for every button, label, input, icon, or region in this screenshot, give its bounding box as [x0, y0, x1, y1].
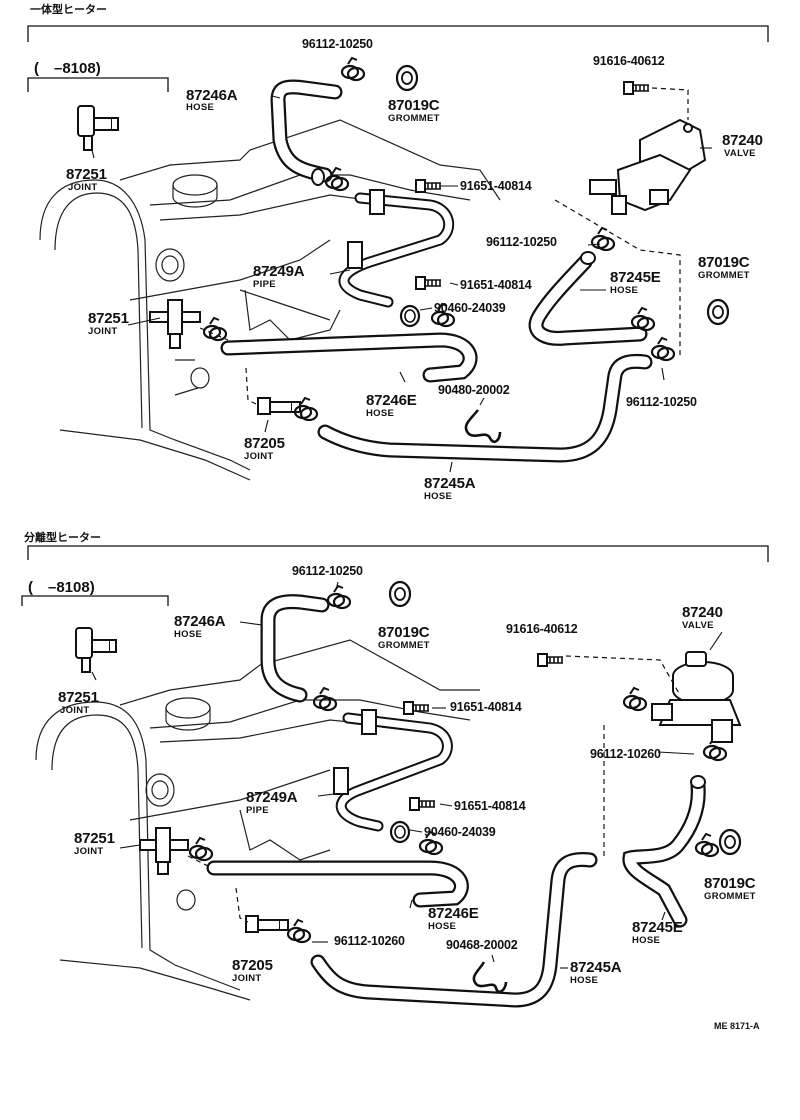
bottom-part-96112-lower: 96112-10260 [334, 934, 405, 948]
top-joint-87205 [257, 397, 301, 415]
top-part-96112-upper: 96112-10250 [302, 37, 373, 51]
top-section-art [27, 25, 769, 481]
top-part-91616: 91616-40612 [593, 54, 665, 68]
top-section-title: 一体型ヒーター [30, 4, 107, 16]
top-part-96112-lower: 96112-10250 [626, 395, 697, 409]
bottom-part-87240-name: VALVE [682, 620, 714, 631]
top-valve-87240 [589, 118, 707, 215]
top-part-87251-lower: 87251 [88, 310, 129, 327]
top-part-87245e-name: HOSE [610, 285, 639, 296]
top-part-91651-lower: 91651-40814 [460, 278, 532, 292]
top-part-87245a-name: HOSE [424, 491, 453, 502]
top-range-label: ( –8108) [34, 60, 101, 77]
bottom-part-90468: 90468-20002 [446, 938, 518, 952]
bottom-part-87205: 87205 [232, 957, 273, 974]
bottom-part-87251-lower-name: JOINT [74, 846, 104, 857]
bottom-part-87245e-name: HOSE [632, 935, 661, 946]
top-part-87246e-name: HOSE [366, 408, 395, 419]
top-part-87019c-name: GROMMET [388, 113, 440, 124]
bottom-part-87245a: 87245A [570, 959, 622, 976]
top-joint-87251-lower [149, 299, 201, 349]
bottom-section-bracket [27, 545, 769, 562]
bottom-part-87240: 87240 [682, 604, 723, 621]
top-part-87251-lower-name: JOINT [88, 326, 118, 337]
top-part-90460: 90460-24039 [434, 301, 506, 315]
top-part-87249a: 87249A [253, 263, 305, 280]
bottom-pipe-87249a [335, 712, 453, 832]
bottom-part-87249a-name: PIPE [246, 805, 269, 816]
top-part-90480: 90480-20002 [438, 383, 510, 397]
top-part-87251-upper-name: JOINT [68, 182, 98, 193]
top-part-87019c: 87019C [388, 97, 440, 114]
bottom-clip-90468 [472, 961, 508, 994]
top-clip-90480 [464, 409, 502, 444]
bottom-joint-87205 [245, 915, 289, 933]
top-part-96112-middle: 96112-10250 [486, 235, 557, 249]
bottom-part-90460: 90460-24039 [424, 825, 496, 839]
top-joint-87251-upper [77, 105, 119, 151]
top-part-87251-upper: 87251 [66, 166, 107, 183]
top-part-87205: 87205 [244, 435, 285, 452]
bottom-part-87019c: 87019C [378, 624, 430, 641]
top-part-87019c-right: 87019C [698, 254, 750, 271]
top-part-87205-name: JOINT [244, 451, 274, 462]
bottom-section-title: 分離型ヒーター [24, 532, 101, 544]
bottom-part-87246a: 87246A [174, 613, 226, 630]
bottom-valve-87240 [651, 651, 742, 743]
top-part-91651-upper: 91651-40814 [460, 179, 532, 193]
bottom-part-87019c-right-name: GROMMET [704, 891, 756, 902]
top-part-87246a-name: HOSE [186, 102, 215, 113]
top-part-87246a: 87246A [186, 87, 238, 104]
bottom-part-87251-upper: 87251 [58, 689, 99, 706]
bottom-part-91616: 91616-40612 [506, 622, 578, 636]
bottom-joint-87251-lower [139, 827, 189, 875]
figure-reference: ME 8171-A [714, 1021, 760, 1031]
bottom-range-bracket [21, 595, 169, 606]
bottom-range-label: ( –8108) [28, 579, 95, 596]
bottom-part-96112-middle: 96112-10260 [590, 747, 661, 761]
top-part-87019c-right-name: GROMMET [698, 270, 750, 281]
top-range-bracket [27, 77, 169, 92]
top-part-87245e: 87245E [610, 269, 661, 286]
bottom-part-87251-lower: 87251 [74, 830, 115, 847]
bottom-part-87249a: 87249A [246, 789, 298, 806]
bottom-part-87246e-name: HOSE [428, 921, 457, 932]
top-section-bracket [27, 25, 769, 42]
bottom-joint-87251-upper [75, 627, 117, 673]
bottom-part-87246a-name: HOSE [174, 629, 203, 640]
bottom-part-91651-lower: 91651-40814 [454, 799, 526, 813]
bottom-part-87019c-right: 87019C [704, 875, 756, 892]
top-part-87240: 87240 [722, 132, 763, 149]
bottom-part-91651-upper: 91651-40814 [450, 700, 522, 714]
bottom-part-87245e: 87245E [632, 919, 683, 936]
bottom-section-art [21, 545, 769, 1008]
bottom-part-87251-upper-name: JOINT [60, 705, 90, 716]
bottom-part-87245a-name: HOSE [570, 975, 599, 986]
bottom-part-87205-name: JOINT [232, 973, 262, 984]
top-part-87246e: 87246E [366, 392, 417, 409]
top-part-87245a: 87245A [424, 475, 476, 492]
bottom-part-96112-upper: 96112-10250 [292, 564, 363, 578]
top-part-87249a-name: PIPE [253, 279, 276, 290]
bottom-part-87019c-name: GROMMET [378, 640, 430, 651]
top-part-87240-name: VALVE [724, 148, 756, 159]
top-engine-block [39, 119, 501, 481]
bottom-part-87246e: 87246E [428, 905, 479, 922]
bottom-engine-block [35, 639, 480, 1001]
